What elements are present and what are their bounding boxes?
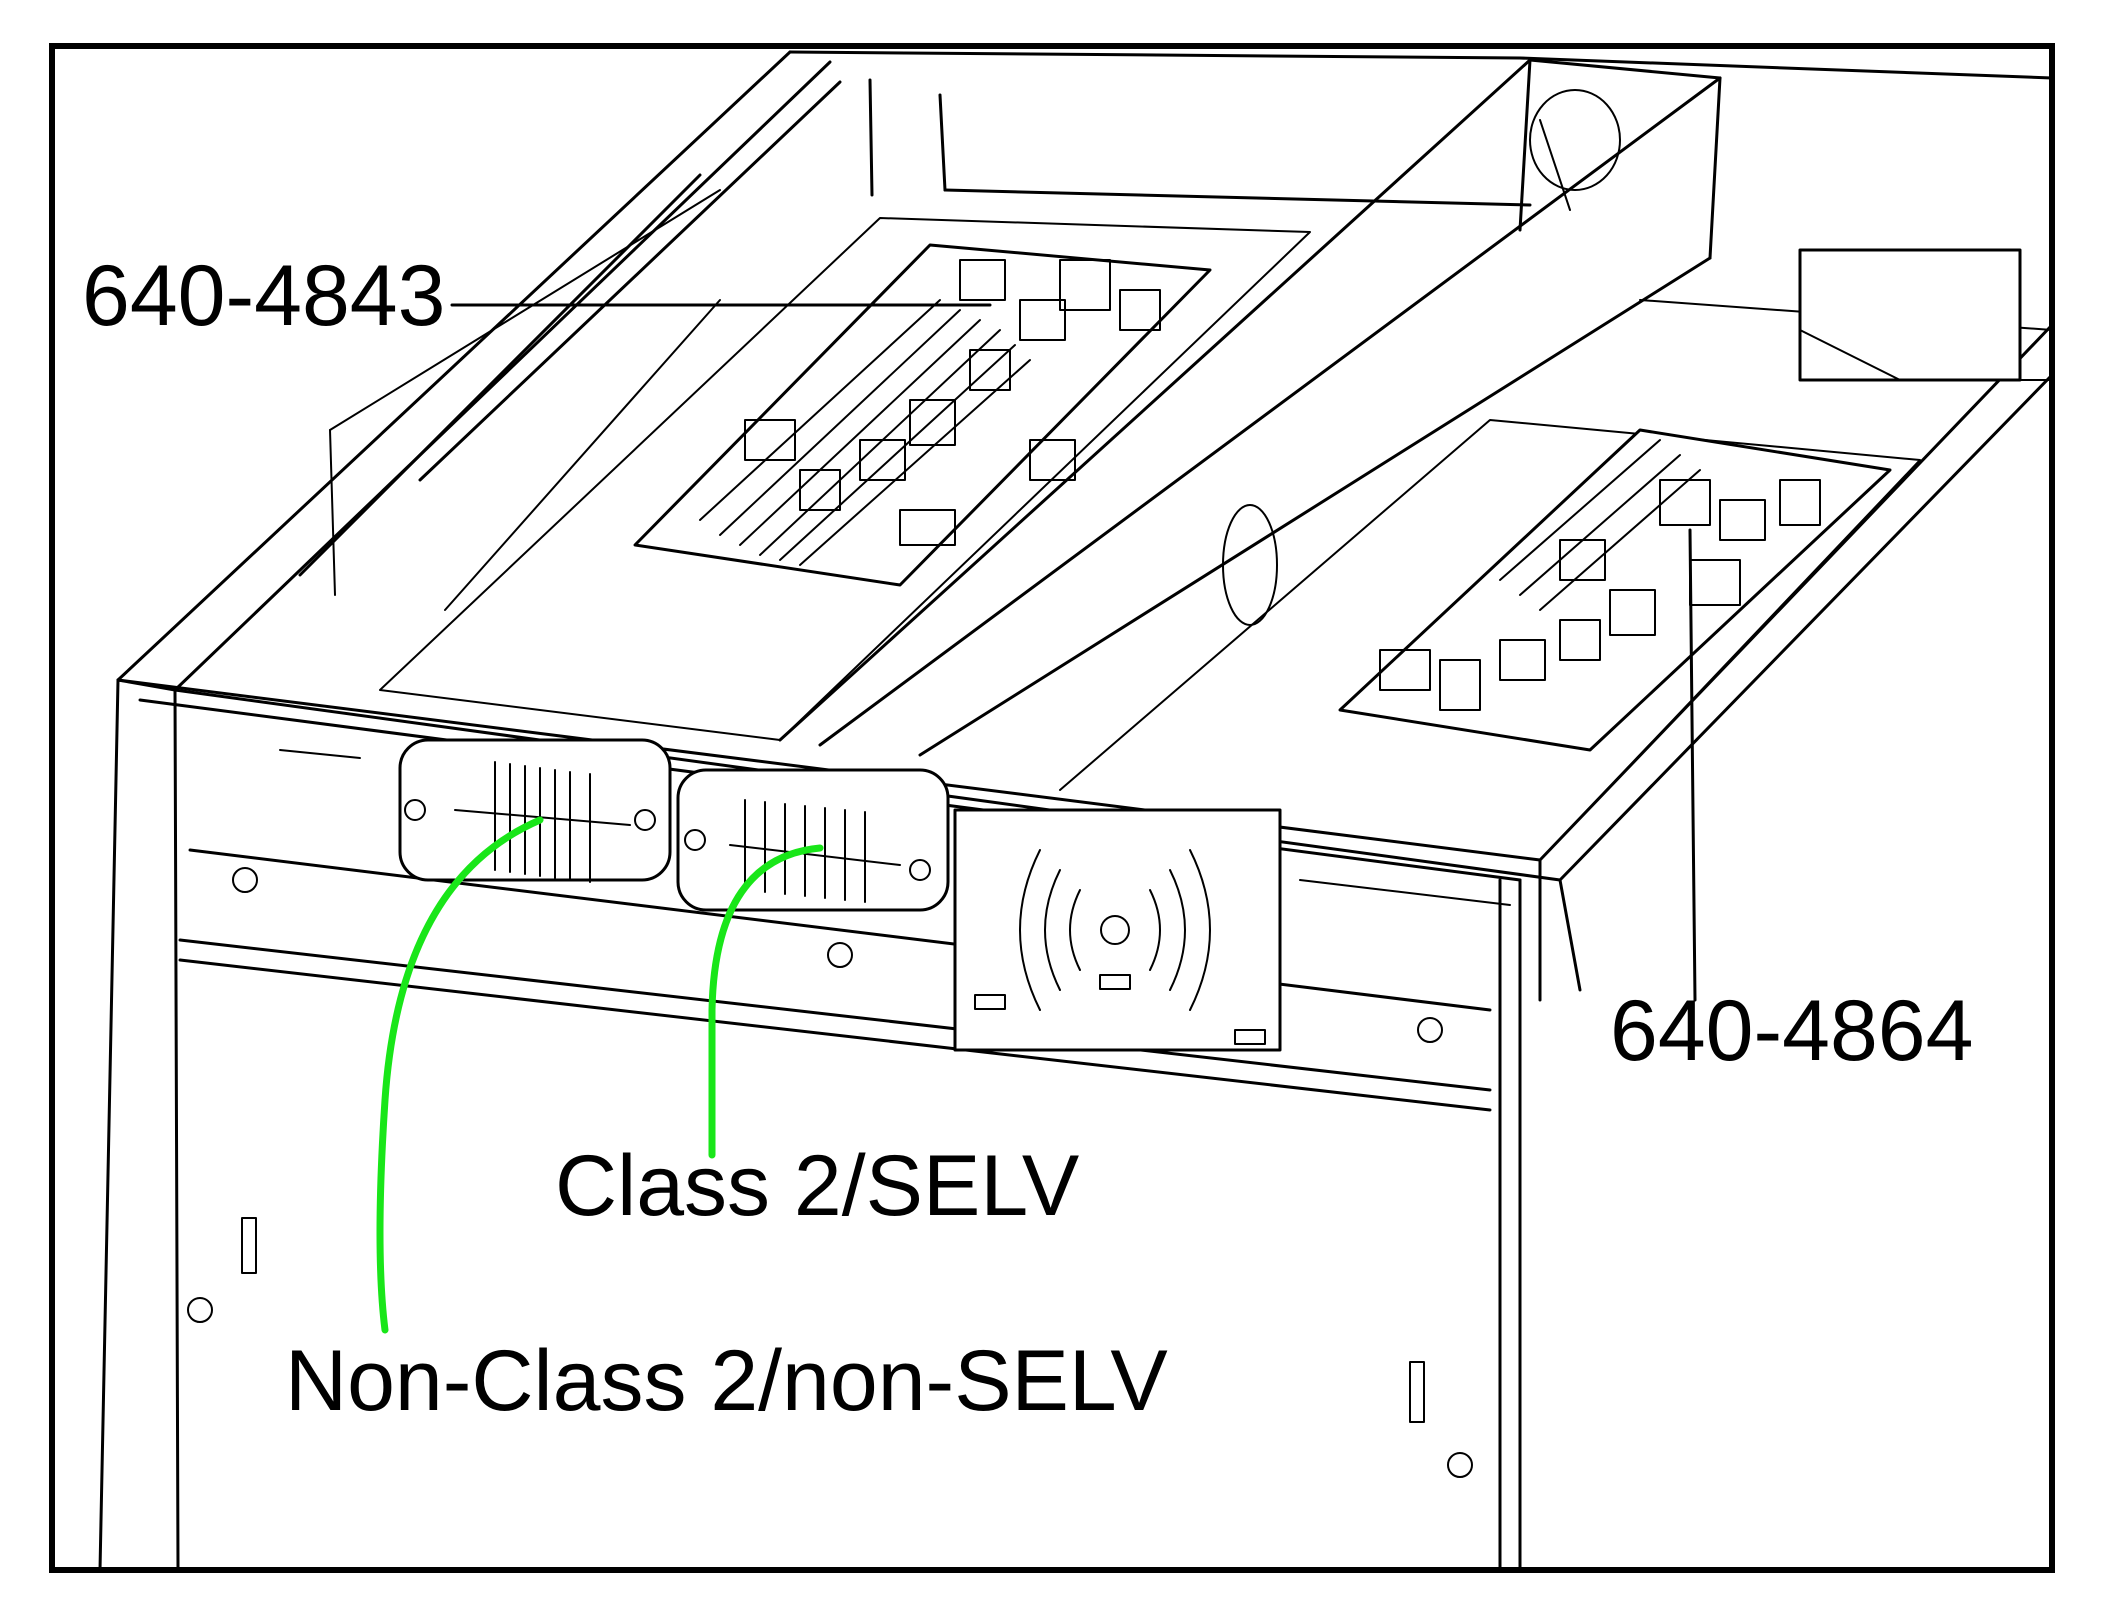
wireless-module xyxy=(953,808,1282,1052)
label-class2-selv: Class 2/SELV xyxy=(555,1138,1079,1234)
leader-lines xyxy=(450,303,1697,1002)
label-board-640-4843: 640-4843 xyxy=(82,248,445,344)
door-slots xyxy=(241,1217,1425,1423)
label-board-640-4864: 640-4864 xyxy=(1610,983,1973,1079)
right-tray xyxy=(1059,248,2053,861)
nonclass2-leader xyxy=(376,816,544,1334)
knockout-plate-nonclass2 xyxy=(398,738,672,883)
frame-border xyxy=(49,43,2055,1573)
torx-screw-icon xyxy=(187,867,1473,1478)
circuit-board-right xyxy=(1338,428,1892,752)
class2-leader xyxy=(708,844,824,1159)
center-divider xyxy=(778,58,1722,757)
circuit-board-left xyxy=(633,243,1212,587)
left-tray xyxy=(329,189,1311,741)
wireless-signal-icon xyxy=(1019,849,1211,1011)
highlight-leaders xyxy=(376,816,824,1334)
knockout-plate-class2 xyxy=(676,768,950,912)
cabinet-top xyxy=(116,50,2054,882)
label-nonclass2-nonselv: Non-Class 2/non-SELV xyxy=(285,1333,1168,1429)
